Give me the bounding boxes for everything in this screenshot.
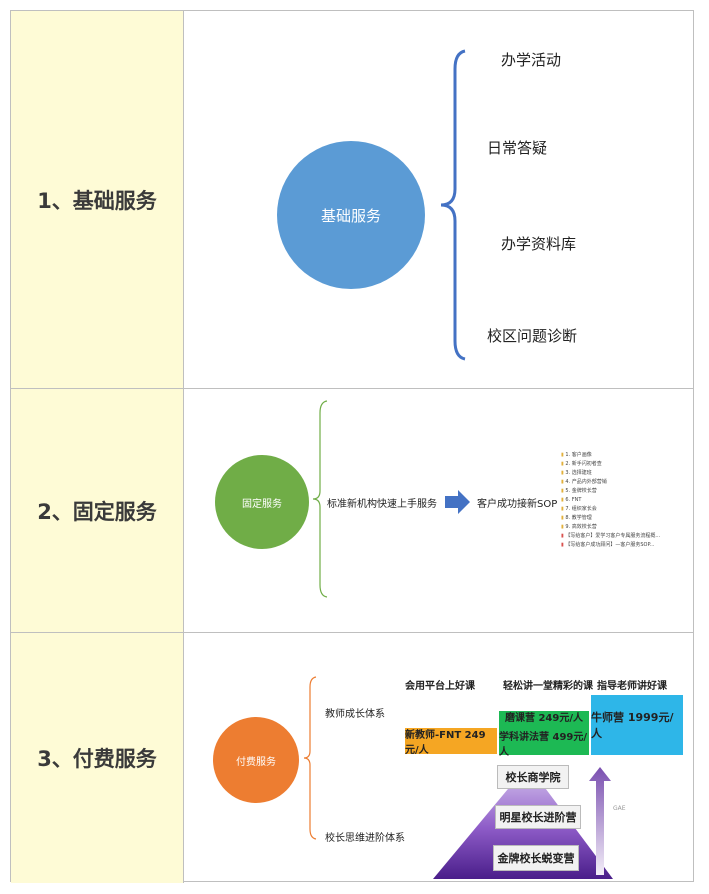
flow-text: 标准新机构快速上手服务 xyxy=(327,499,437,510)
row-label-cell: 1、基础服务 xyxy=(11,11,184,388)
row-label-cell: 3、付费服务 xyxy=(11,633,184,883)
row-content-cell: 付费服务 教师成长体系 校长思维进阶体系 会用平台上好课 轻松讲一堂精彩的课 指… xyxy=(183,633,693,883)
pyramid-item-gold-principal: 金牌校长蜕变营 xyxy=(493,845,579,871)
row-fixed-service: 2、固定服务 固定服务 标准新机构快速上手服务 客户成功接新SOP ▮ 1. 客… xyxy=(11,389,693,633)
doc-list-item: ▮ 2. 新手闪初者查 xyxy=(561,461,602,467)
row-label: 1、基础服务 xyxy=(37,188,157,213)
row-label: 2、固定服务 xyxy=(37,499,157,524)
header-lecture: 轻松讲一堂精彩的课 xyxy=(503,681,593,692)
top-box-label: 牛师营 1999元/人 xyxy=(591,711,674,740)
center-circle: 基础服务 xyxy=(277,141,425,289)
center-circle-label: 固定服务 xyxy=(242,498,282,510)
pyramid-item-business-school: 校长商学院 xyxy=(497,765,569,789)
doc-list-item: ▮ 1. 客户画像 xyxy=(561,452,592,458)
header-platform: 会用平台上好课 xyxy=(405,681,475,692)
brace-icon xyxy=(440,49,466,361)
doc-list-item: ▮ 8. 教学管理 xyxy=(561,515,592,521)
top-box: 牛师营 1999元/人 xyxy=(591,695,683,755)
flow-target: 客户成功接新SOP xyxy=(477,499,558,510)
row-paid-service: 3、付费服务 付费服务 教师成长体系 校长思维进阶体系 会用平台上好课 轻松讲一… xyxy=(11,633,693,883)
service-table: 1、基础服务 基础服务 办学活动 日常答疑 办学资料库 校区问题诊断 2、固定服… xyxy=(10,10,694,883)
branch-teacher: 教师成长体系 xyxy=(325,709,385,720)
basic-item-diagnosis: 校区问题诊断 xyxy=(487,327,578,345)
center-circle: 固定服务 xyxy=(215,455,309,549)
row-content-cell: 基础服务 办学活动 日常答疑 办学资料库 校区问题诊断 xyxy=(183,11,693,388)
center-circle: 付费服务 xyxy=(213,717,299,803)
center-circle-label: 基础服务 xyxy=(320,206,381,225)
doc-list-item: ▮ 3. 选择建班 xyxy=(561,470,592,476)
arrow-right-icon xyxy=(445,490,470,514)
center-circle-label: 付费服务 xyxy=(236,756,276,768)
basic-item-activities: 办学活动 xyxy=(501,51,562,69)
doc-list-item: ▮ 【写给客户成功顾问】—客户服务SOP... xyxy=(561,542,655,548)
doc-list-item: ▮ 7. 组织家长会 xyxy=(561,506,597,512)
fnt-box: 新教师-FNT 249元/人 xyxy=(405,728,497,756)
fnt-box-label: 新教师-FNT 249元/人 xyxy=(405,730,486,756)
arrow-up-icon xyxy=(589,767,611,875)
doc-list-item: ▮ 5. 金牌校长营 xyxy=(561,488,597,494)
mid-box-line2: 学科讲法营 499元/人 xyxy=(499,731,588,758)
doc-list-item: ▮ 9. 高效校长营 xyxy=(561,524,597,530)
doc-list: ▮ 1. 客户画像 ▮ 2. 新手闪初者查 ▮ 3. 选择建班 ▮ 4. 产品内… xyxy=(561,451,660,550)
mid-box-line1: 磨课营 249元/人 xyxy=(504,712,583,724)
row-label-cell: 2、固定服务 xyxy=(11,389,184,632)
brace-icon xyxy=(303,676,317,840)
doc-list-item: ▮ 4. 产品内外部营销 xyxy=(561,479,607,485)
row-content-cell: 固定服务 标准新机构快速上手服务 客户成功接新SOP ▮ 1. 客户画像 ▮ 2… xyxy=(183,389,693,632)
doc-list-item: ▮ 【写给客户】爱学习客户专属服务流程概... xyxy=(561,533,661,539)
header-guide: 指导老师讲好课 xyxy=(597,681,667,692)
row-basic-service: 1、基础服务 基础服务 办学活动 日常答疑 办学资料库 校区问题诊断 xyxy=(11,11,693,389)
pyramid-item-star-principal: 明星校长进阶营 xyxy=(495,805,581,829)
mid-box: 磨课营 249元/人 学科讲法营 499元/人 xyxy=(499,711,589,758)
basic-item-library: 办学资料库 xyxy=(501,235,577,253)
brace-icon xyxy=(312,400,328,598)
row-label: 3、付费服务 xyxy=(37,747,157,771)
branch-principal: 校长思维进阶体系 xyxy=(325,833,405,844)
doc-list-item: ▮ 6. FNT xyxy=(561,497,582,503)
basic-item-qa: 日常答疑 xyxy=(487,139,548,157)
arrow-caption: GAE xyxy=(613,805,626,812)
